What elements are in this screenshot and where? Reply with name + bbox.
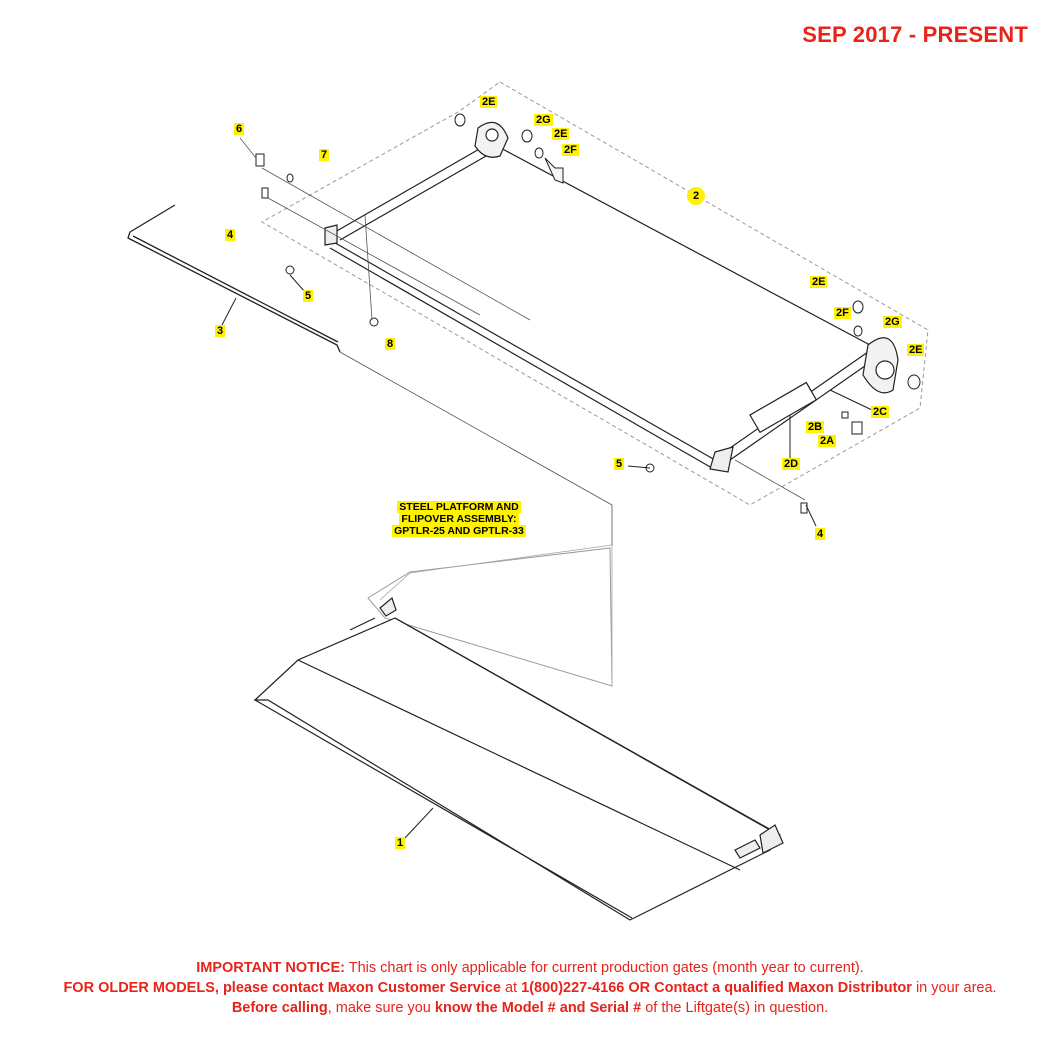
notice-know: know the Model # and Serial # xyxy=(434,1000,642,1016)
platform-boundary xyxy=(367,547,613,687)
callout-2D: 2D xyxy=(782,458,801,470)
callout-2F-right: 2F xyxy=(834,307,851,319)
callout-2E-right-bottom: 2E xyxy=(907,344,925,356)
flipover-frame xyxy=(324,121,899,473)
notice-before-calling: Before calling xyxy=(231,1000,328,1016)
assembly-title-line1: STEEL PLATFORM AND xyxy=(397,501,521,513)
hardware-parts xyxy=(255,113,921,514)
callout-2F-top: 2F xyxy=(562,144,579,156)
callout-7: 7 xyxy=(319,149,330,161)
notice-make-sure: , make sure you xyxy=(327,1000,435,1016)
callout-2A: 2A xyxy=(818,435,837,447)
assembly-title-line2: FLIPOVER ASSEMBLY: xyxy=(399,513,519,525)
callout-2: 2 xyxy=(687,187,705,205)
callout-2E-mid: 2E xyxy=(552,128,570,140)
callout-2E-right-top: 2E xyxy=(810,276,828,288)
callout-5-left: 5 xyxy=(303,290,314,302)
assembly-title: STEEL PLATFORM AND FLIPOVER ASSEMBLY: GP… xyxy=(384,501,534,537)
callout-5-right: 5 xyxy=(614,458,625,470)
callout-3: 3 xyxy=(215,325,226,337)
callout-4-left: 4 xyxy=(225,229,236,241)
leader-lines xyxy=(239,137,806,545)
callout-6: 6 xyxy=(234,123,245,135)
callout-2G-top: 2G xyxy=(534,114,553,126)
callout-4-right: 4 xyxy=(815,528,826,540)
callout-8: 8 xyxy=(385,338,396,350)
rod-3 xyxy=(127,204,341,353)
callout-2G-right: 2G xyxy=(883,316,902,328)
assembly-title-line3: GPTLR-25 AND GPTLR-33 xyxy=(392,525,526,537)
assembly-2-boundary xyxy=(260,81,929,506)
steel-platform xyxy=(253,596,784,921)
notice-phone: 1(800)227-4166 OR Contact a qualified Ma… xyxy=(521,980,912,996)
notice-older-models: FOR OLDER MODELS, please contact Maxon C… xyxy=(63,980,501,996)
notice-tail: of the Liftgate(s) in question. xyxy=(641,1000,829,1016)
date-range-heading: SEP 2017 - PRESENT xyxy=(802,22,1028,47)
notice-label: IMPORTANT NOTICE: xyxy=(196,960,345,976)
notice-at: at xyxy=(500,980,522,996)
callout-arrows xyxy=(221,274,873,839)
important-notice: IMPORTANT NOTICE: This chart is only app… xyxy=(60,958,1000,1018)
callout-2B: 2B xyxy=(806,421,825,433)
callout-2E-top: 2E xyxy=(480,96,498,108)
callout-2C: 2C xyxy=(871,406,890,418)
notice-text1: This chart is only applicable for curren… xyxy=(344,960,864,976)
notice-in-area: in your area. xyxy=(911,980,997,996)
callout-1: 1 xyxy=(395,837,406,849)
